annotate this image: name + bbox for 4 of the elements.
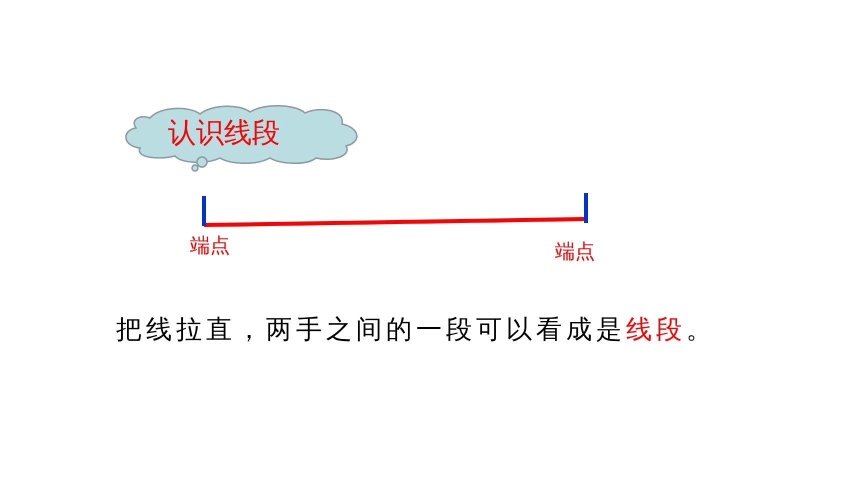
sentence-text: 把线拉直，两手之间的一段可以看成是线段。 [116,314,716,347]
endpoint-label: 端点 [555,238,595,265]
cloud-title: 认识线段 [168,115,280,151]
endpoint-label: 端点 [190,232,230,259]
